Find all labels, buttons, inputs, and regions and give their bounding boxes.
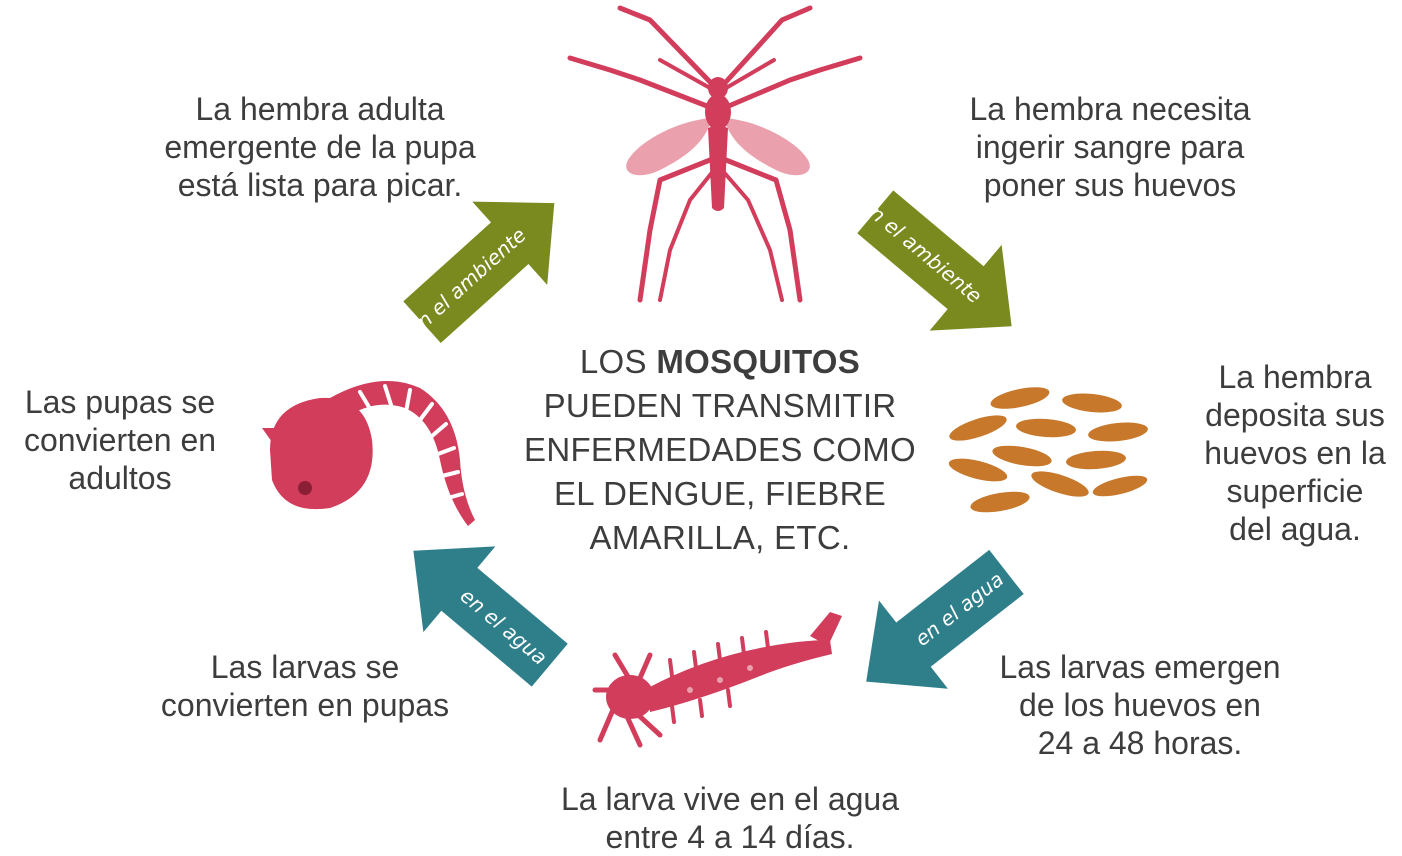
center-message: LOS MOSQUITOS PUEDEN TRANSMITIR ENFERMED… (500, 340, 940, 560)
center-line-4: EL DENGUE, FIEBRE (553, 475, 887, 512)
eggs-icon (948, 387, 1148, 513)
caption-larva-lives: La larva vive en el agua entre 4 a 14 dí… (561, 781, 899, 855)
center-line-3: ENFERMEDADES COMO (524, 431, 916, 468)
center-line-1-prefix: LOS (579, 343, 657, 380)
arrow-label-top-right: en el ambiente (856, 193, 987, 308)
caption-larvae-to-pupae: Las larvas se convierten en pupas (160, 649, 450, 723)
caption-adult-emerges: La hembra adulta emergente de la pupa es… (164, 91, 476, 203)
caption-larvae-emerge: Las larvas emergen de los huevos en 24 a… (999, 649, 1281, 761)
caption-needs-blood: La hembra necesita ingerir sangre para p… (969, 91, 1251, 203)
center-line-5: AMARILLA, ETC. (589, 519, 851, 556)
center-line-1-bold: MOSQUITOS (656, 343, 861, 380)
caption-deposits-eggs: La hembra deposita sus huevos en la supe… (1204, 359, 1386, 547)
arrow-label-top-left: en el ambiente (403, 223, 531, 342)
pupa-icon (262, 380, 475, 526)
center-line-1: LOS MOSQUITOS (500, 340, 940, 384)
center-line-2: PUEDEN TRANSMITIR (543, 387, 897, 424)
larva-icon (592, 612, 842, 748)
caption-pupae-to-adults: Las pupas se convierten en adultos (23, 384, 217, 496)
mosquito-body (626, 77, 810, 211)
mosquito-icon (567, 5, 863, 303)
